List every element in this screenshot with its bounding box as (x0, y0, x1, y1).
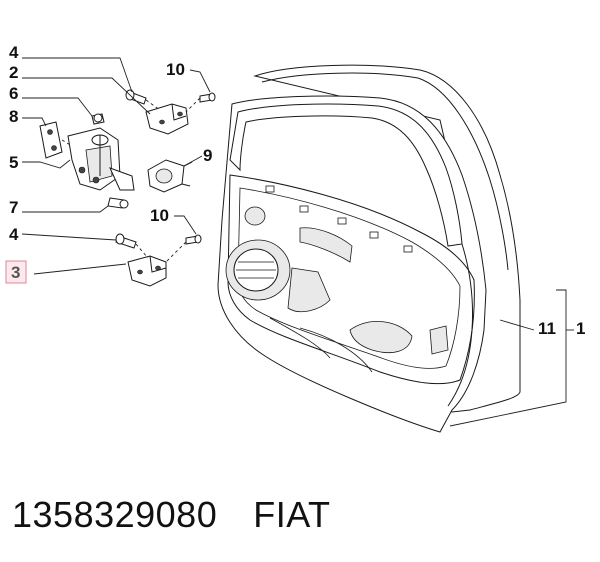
hinge-plate (39, 121, 63, 159)
trim-clip (369, 231, 379, 239)
callout-7: 7 (9, 198, 18, 217)
leader-10-top (189, 69, 211, 93)
lower-hinge (127, 255, 167, 287)
callout-6: 6 (9, 84, 18, 103)
screw-lower (185, 234, 202, 245)
door-rear-edge (447, 243, 473, 407)
bolt-lower-small (107, 197, 129, 209)
handle-pocket (299, 227, 353, 263)
callout-1: 1 (576, 319, 585, 338)
leader-10-bottom (174, 215, 197, 235)
lock-housing (429, 325, 449, 355)
leader-9 (183, 155, 203, 167)
dash-lower-bolt (135, 243, 149, 259)
bolt-upper (125, 89, 147, 105)
door-check-strap (147, 159, 193, 193)
door-inner-panel (217, 95, 487, 433)
callout-9: 9 (203, 146, 212, 165)
brand-name: FIAT (253, 494, 331, 535)
callouts: 4 2 6 8 5 7 4 3 10 9 10 11 1 (5, 43, 585, 338)
hinge-body-side (67, 127, 135, 191)
armrest-pocket (349, 321, 413, 353)
trim-clips (265, 185, 413, 253)
door-outer-panel (253, 64, 521, 413)
callout-10-top: 10 (166, 60, 185, 79)
leader-3 (33, 263, 127, 275)
leader-2 (22, 77, 151, 115)
leader-4-bottom (21, 233, 117, 241)
dash-lower-screw (165, 241, 187, 263)
dash-plate (61, 139, 73, 147)
part-number: 1358329080 (12, 494, 218, 535)
door-pull-recess (287, 267, 331, 313)
leader-7 (22, 205, 109, 213)
trim-clip (337, 217, 347, 225)
leader-6 (22, 97, 93, 117)
door-outer-window-edge (261, 72, 509, 271)
dash-upper-screw (185, 97, 201, 113)
trim-clip (299, 205, 309, 213)
callout-11: 11 (538, 319, 556, 338)
callout-4-top: 4 (9, 43, 19, 62)
screw-upper (199, 92, 216, 103)
callout-5: 5 (9, 153, 18, 172)
leader-lines (21, 57, 574, 427)
bolt-small (91, 113, 105, 125)
leader-11 (499, 319, 535, 331)
leader-8 (22, 117, 47, 127)
leader-4-top (22, 57, 133, 93)
trim-clip (403, 245, 413, 253)
door-card-outline (227, 174, 475, 385)
callout-2: 2 (9, 63, 18, 82)
window-frame (229, 103, 463, 247)
door-pocket (269, 317, 373, 373)
callout-4-bottom: 4 (9, 225, 19, 244)
callout-10-bottom: 10 (150, 206, 169, 225)
part-caption: 1358329080 FIAT (12, 494, 331, 538)
door-assembly (217, 64, 521, 433)
callout-3-highlight-box (5, 260, 27, 284)
bracket-1 (449, 289, 567, 427)
door-card-inner-line (237, 187, 461, 369)
speaker-grille (236, 261, 276, 279)
dash-upper-bolt (145, 99, 161, 111)
access-hole (244, 206, 266, 226)
callout-3: 3 (11, 263, 20, 282)
bolt-lower (115, 233, 137, 249)
leader-5 (22, 159, 71, 169)
callout-8: 8 (9, 107, 18, 126)
upper-hinge-door-side (145, 103, 189, 135)
trim-clip (265, 185, 275, 193)
